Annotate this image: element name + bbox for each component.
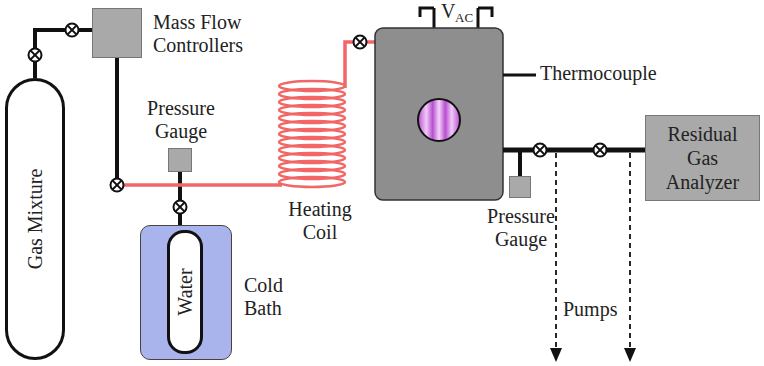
heated-line bbox=[117, 183, 282, 187]
valve-symbol bbox=[66, 24, 79, 37]
valve-cross bbox=[176, 203, 185, 212]
cold-bath: Cold BathWater bbox=[140, 225, 232, 360]
gauge-stem bbox=[518, 150, 522, 177]
coil-label: Heating Coil bbox=[278, 198, 362, 244]
valve-symbol bbox=[354, 36, 367, 49]
valve-cross bbox=[596, 146, 605, 155]
voltage-subscript: AC bbox=[455, 11, 473, 26]
valve-symbol bbox=[174, 201, 187, 214]
electrode-lead bbox=[420, 8, 434, 17]
valve-body bbox=[111, 179, 124, 192]
pump-line bbox=[629, 153, 631, 350]
electrode-lead bbox=[433, 8, 436, 28]
node-label: Pressure Gauge bbox=[136, 97, 226, 143]
valve-cross bbox=[176, 203, 185, 212]
node-label: Pressure Gauge bbox=[476, 205, 566, 251]
valve-body bbox=[174, 201, 187, 214]
gas-cylinder: Gas Mixture bbox=[5, 78, 65, 360]
valve-cross bbox=[31, 51, 40, 60]
valve-body bbox=[66, 24, 79, 37]
valve-cross bbox=[536, 146, 545, 155]
arrowhead bbox=[624, 348, 636, 362]
pressure-gauge: Pressure Gauge bbox=[168, 148, 192, 172]
valve-cross bbox=[596, 146, 605, 155]
valve-symbol bbox=[534, 144, 547, 157]
node-label: Water bbox=[174, 268, 197, 315]
valve-cross bbox=[356, 38, 365, 47]
pump-label: Pumps bbox=[563, 298, 617, 321]
electrode-lead bbox=[478, 8, 492, 17]
node-label: Residual Gas Analyzer bbox=[658, 122, 747, 194]
valve-symbol bbox=[29, 49, 42, 62]
valve-cross bbox=[31, 51, 40, 60]
valve-cross bbox=[356, 38, 365, 47]
pressure-gauge: Pressure Gauge bbox=[509, 176, 531, 198]
plasma-chamber bbox=[375, 28, 503, 200]
valve-cross bbox=[536, 146, 545, 155]
valve-body bbox=[594, 144, 607, 157]
arrowhead bbox=[550, 348, 562, 362]
coil-winding bbox=[279, 177, 345, 187]
gas-line bbox=[115, 58, 119, 185]
valve-cross bbox=[68, 26, 77, 35]
valve-body bbox=[29, 49, 42, 62]
valve-body bbox=[534, 144, 547, 157]
node-label: Cold Bath bbox=[244, 274, 304, 320]
valve-cross bbox=[113, 181, 122, 190]
plasma-window bbox=[418, 99, 460, 141]
valve-symbol bbox=[594, 144, 607, 157]
probe-label: Thermocouple bbox=[540, 62, 657, 85]
flow-controller-box: Mass Flow Controllers bbox=[92, 8, 142, 58]
voltage-label: V bbox=[441, 0, 455, 23]
pipe-connector bbox=[35, 30, 92, 78]
pump-line bbox=[555, 153, 557, 350]
valve-body bbox=[354, 36, 367, 49]
node-label: Mass Flow Controllers bbox=[153, 11, 271, 57]
thermocouple-probe bbox=[503, 74, 536, 77]
node-label: Gas Mixture bbox=[24, 169, 47, 270]
heating-coil bbox=[279, 81, 345, 187]
valve-symbol bbox=[111, 179, 124, 192]
electrode-lead bbox=[477, 8, 480, 28]
water-bottle: Water bbox=[167, 230, 203, 354]
valve-cross bbox=[113, 181, 122, 190]
valve-cross bbox=[68, 26, 77, 35]
outlet-line bbox=[503, 148, 646, 153]
gas-analyzer-box: Residual Gas Analyzer bbox=[645, 115, 760, 201]
